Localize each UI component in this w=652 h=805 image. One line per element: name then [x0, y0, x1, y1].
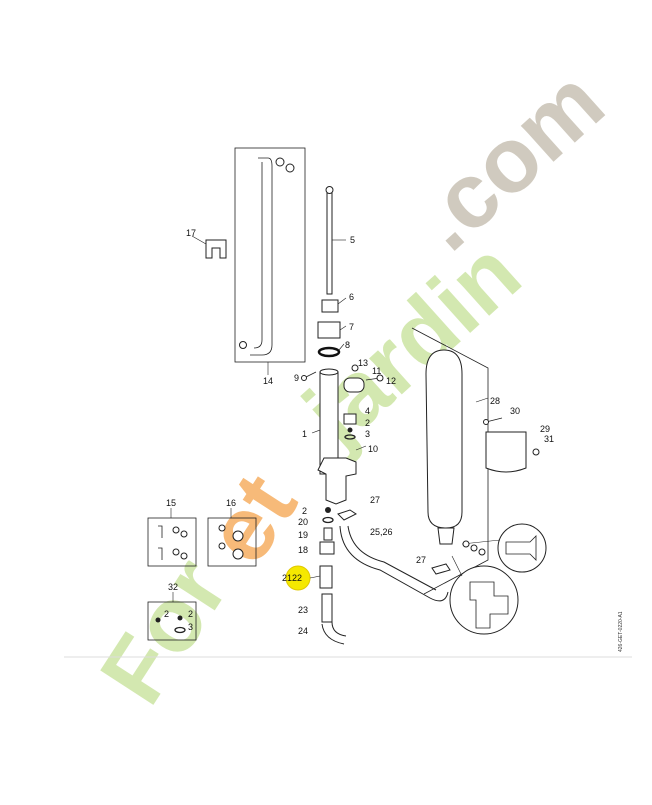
callout-17: 17 [186, 228, 196, 238]
drawing-code: 426-GET-0220-A1 [618, 611, 624, 652]
clip-27a [337, 509, 357, 521]
callout-5: 5 [350, 235, 355, 245]
tank-neck [437, 527, 455, 545]
callout-20: 20 [298, 517, 308, 527]
handle-tube [250, 157, 273, 356]
callout-2b: 2 [302, 506, 307, 516]
hose-24 [321, 621, 347, 645]
clamp-11 [343, 377, 365, 393]
callout-labels: 1 2 3 4 5 6 7 8 9 10 11 12 13 14 15 16 1… [164, 228, 554, 636]
ball-2b [325, 507, 331, 513]
callout-2a: 2 [365, 418, 370, 428]
callout-27a: 27 [370, 495, 380, 505]
callout-30: 30 [510, 406, 520, 416]
callout-24: 24 [298, 626, 308, 636]
tube-22 [319, 565, 333, 589]
callout-13: 13 [358, 358, 368, 368]
callout-25-26: 25,26 [370, 527, 393, 537]
cap-6 [321, 299, 339, 313]
spring-19 [323, 527, 333, 541]
nut-31 [532, 448, 540, 456]
oring-8 [317, 346, 341, 358]
callout-28: 28 [490, 396, 500, 406]
callout-2d: 2 [188, 609, 193, 619]
callout-7: 7 [349, 322, 354, 332]
ball-2a [347, 427, 353, 433]
box-32 [147, 601, 197, 641]
callout-14: 14 [263, 376, 273, 386]
clip-17 [205, 239, 227, 259]
callout-10: 10 [368, 444, 378, 454]
callout-4: 4 [365, 406, 370, 416]
callout-23: 23 [298, 605, 308, 615]
watermark-for: For [81, 541, 247, 721]
group-frame-14 [234, 147, 306, 363]
bracket-29 [485, 431, 527, 473]
handle-nut [275, 157, 285, 167]
fitting-4 [343, 413, 357, 425]
detail-circle-fitting [449, 565, 519, 635]
lance-tip [325, 186, 334, 194]
callout-21: 21 [282, 573, 292, 583]
callout-31: 31 [544, 434, 554, 444]
box-15 [147, 517, 197, 567]
callout-18: 18 [298, 545, 308, 555]
callout-1: 1 [302, 429, 307, 439]
callout-3a: 3 [365, 429, 370, 439]
callout-32: 32 [168, 582, 178, 592]
oring-20 [322, 516, 334, 524]
box-16 [207, 517, 257, 567]
nut-18 [319, 541, 335, 555]
callout-19: 19 [298, 530, 308, 540]
callout-29: 29 [540, 424, 550, 434]
callout-8: 8 [345, 340, 350, 350]
detail-circle-connector [497, 523, 547, 573]
handle-bolt [239, 341, 247, 349]
valve-body-10 [317, 457, 357, 505]
callout-9: 9 [294, 373, 299, 383]
callout-3b: 3 [188, 622, 193, 632]
callout-2c: 2 [164, 609, 169, 619]
handle-washer [285, 163, 295, 173]
callout-12: 12 [386, 376, 396, 386]
callout-11: 11 [372, 366, 381, 376]
nut-13 [351, 364, 359, 372]
callout-22: 22 [292, 573, 302, 583]
callout-27b: 27 [416, 555, 426, 565]
oring-3a [344, 434, 356, 440]
seal-7 [317, 321, 341, 339]
hose-25-26 [339, 525, 449, 602]
clip-27b [431, 563, 451, 575]
watermark-com: .com [395, 50, 623, 269]
callout-16: 16 [226, 498, 236, 508]
watermark-et: et [186, 457, 316, 581]
tank-28 [425, 349, 463, 529]
tube-23 [321, 593, 333, 623]
lance-rod [326, 191, 333, 295]
callout-15: 15 [166, 498, 176, 508]
callout-6: 6 [349, 292, 354, 302]
